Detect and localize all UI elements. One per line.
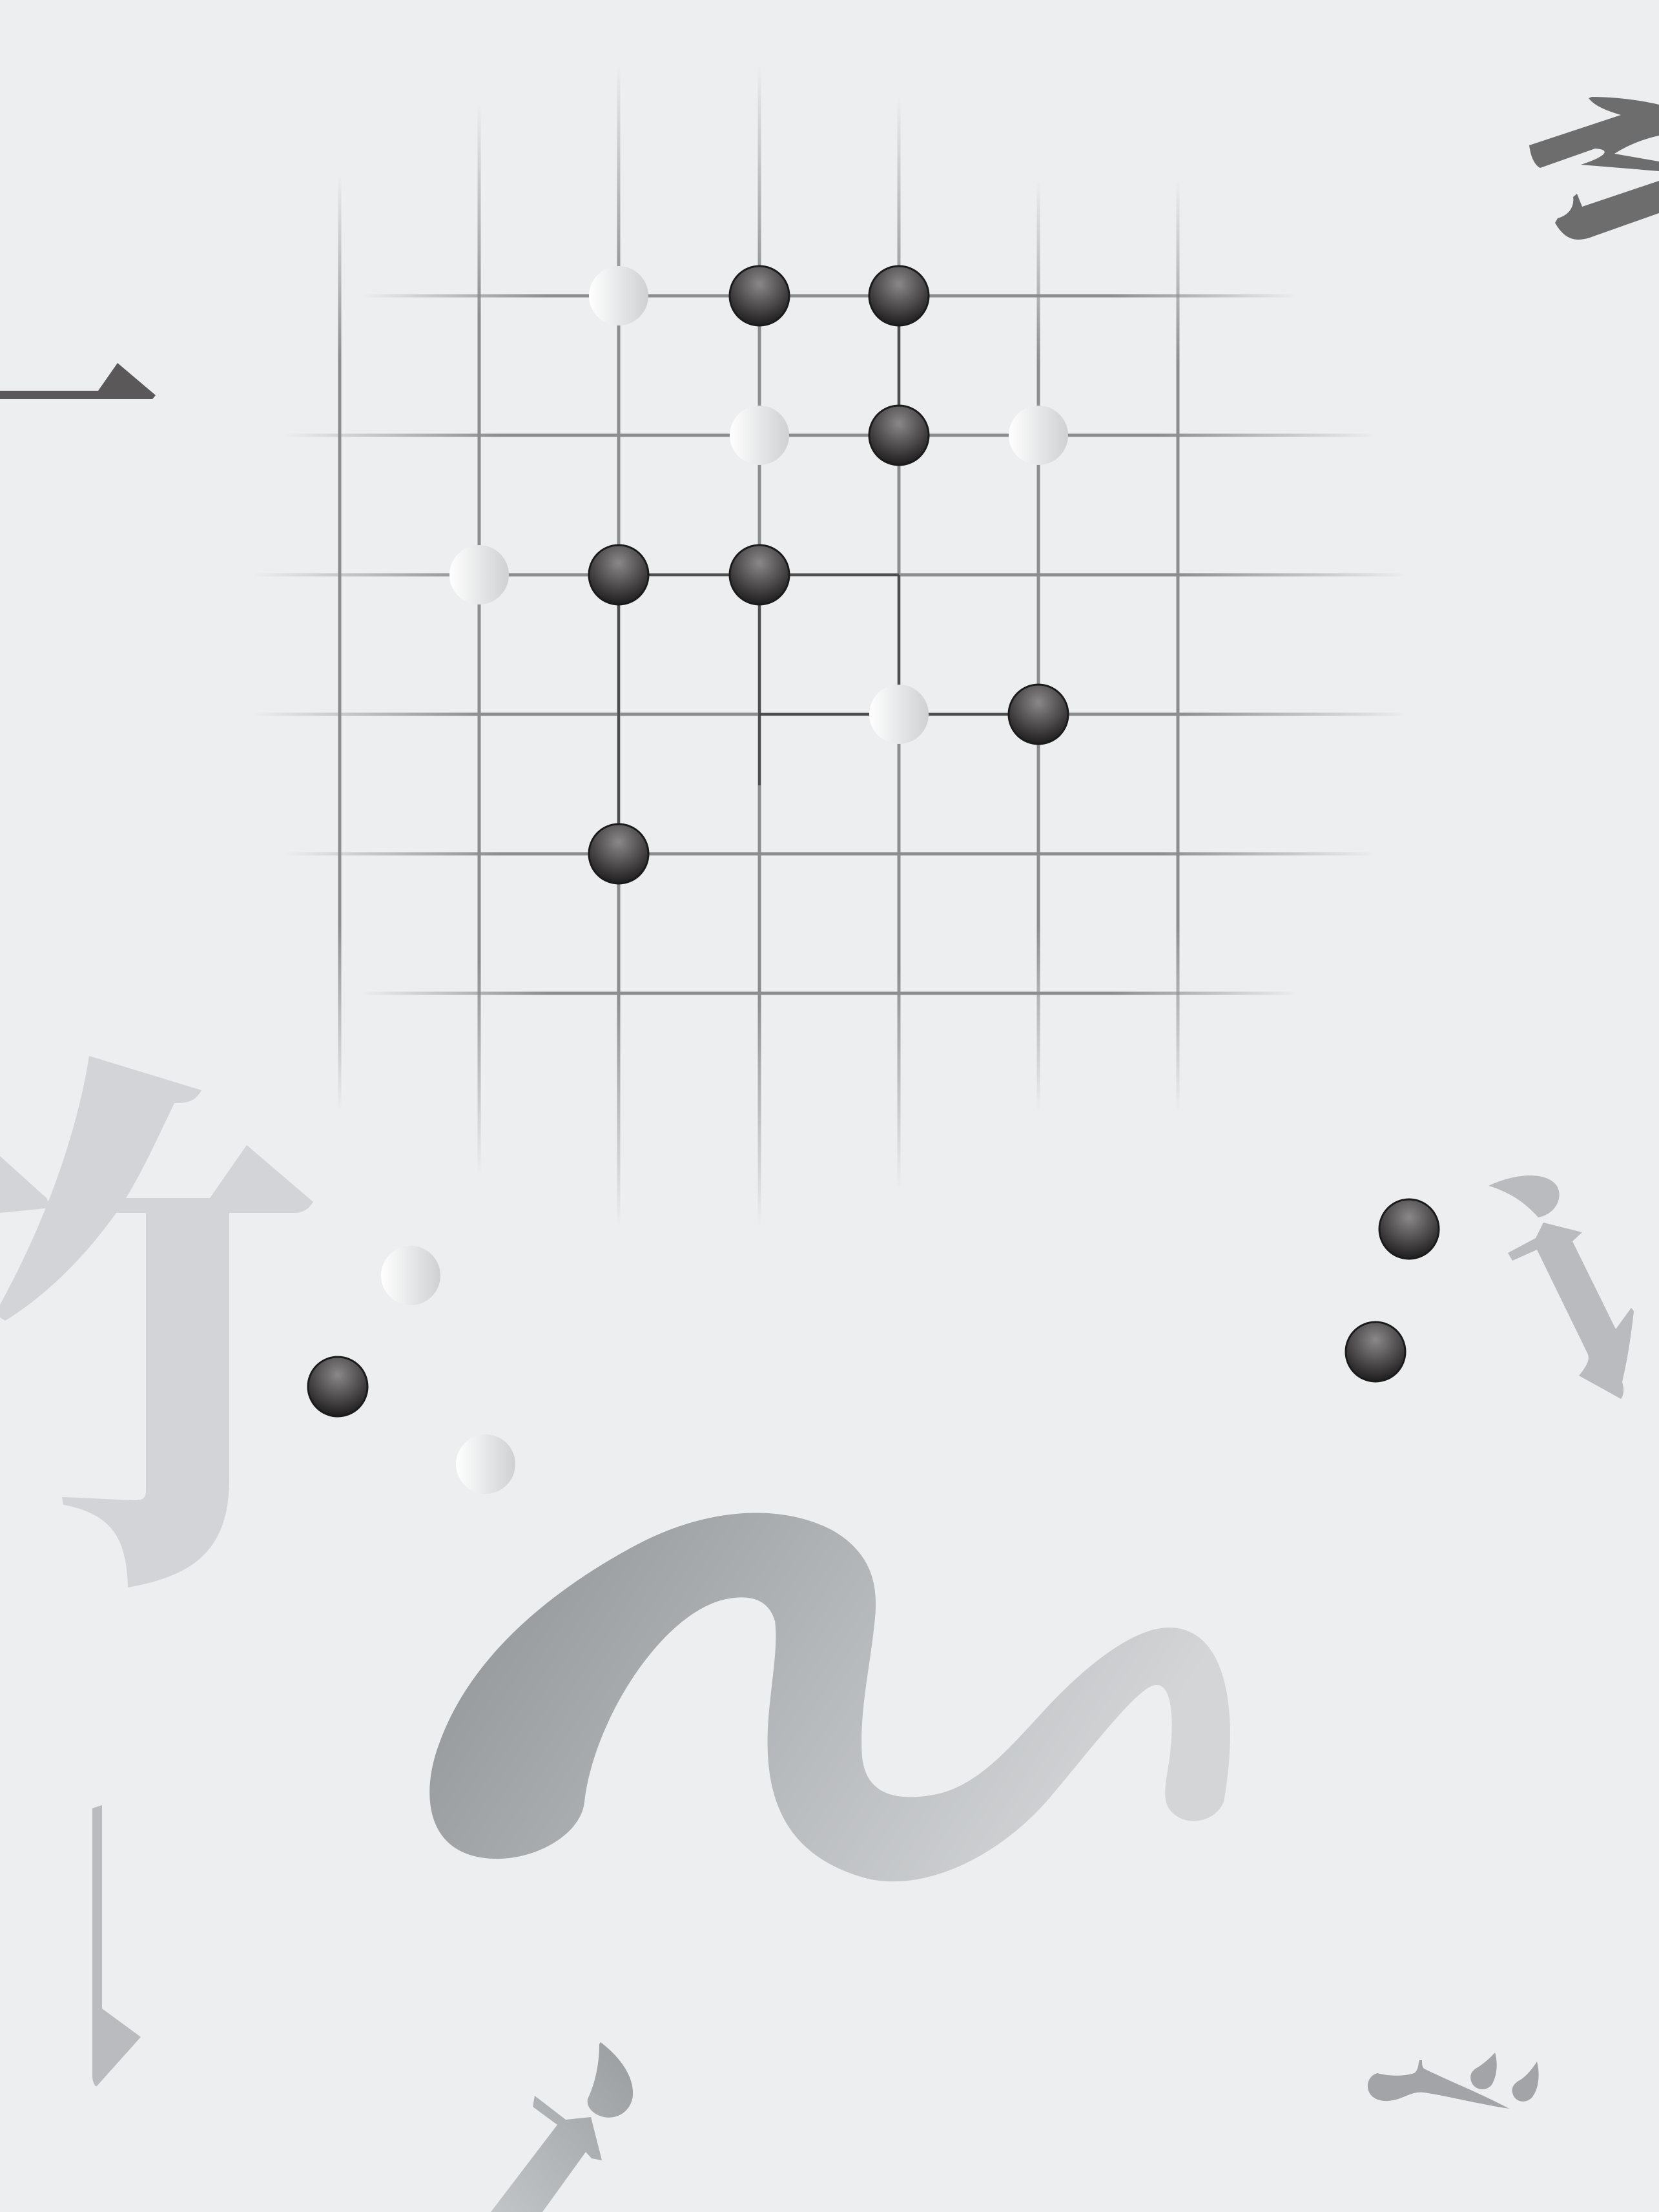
bottom-stroke bbox=[491, 2042, 634, 2212]
board-line-horizontal bbox=[362, 294, 1298, 298]
loose-white-stone bbox=[381, 1246, 440, 1305]
board-line-vertical bbox=[477, 103, 481, 1175]
vertical-stroke bbox=[92, 1805, 141, 2087]
white-stone bbox=[449, 545, 509, 605]
white-stone bbox=[1009, 406, 1068, 465]
go-board bbox=[252, 65, 1408, 1227]
loose-white-stone bbox=[456, 1434, 515, 1494]
white-stone bbox=[589, 266, 648, 326]
loose-black-stone bbox=[307, 1356, 369, 1418]
black-stone bbox=[588, 823, 650, 885]
board-line-vertical bbox=[338, 174, 342, 1111]
loose-black-stone bbox=[1345, 1321, 1407, 1383]
bamboo-radical bbox=[0, 1056, 313, 1587]
brush-stroke bbox=[429, 1513, 1230, 1882]
bottom-right-strokes bbox=[1367, 2052, 1539, 2109]
board-line-horizontal bbox=[284, 852, 1376, 856]
black-stone bbox=[588, 544, 650, 606]
board-line-vertical bbox=[1176, 181, 1180, 1111]
loose-black-stone bbox=[1378, 1198, 1440, 1260]
white-stone bbox=[730, 406, 789, 465]
white-stone bbox=[869, 685, 929, 744]
board-line-vertical bbox=[1036, 181, 1040, 1111]
corner-glyph bbox=[1529, 97, 1659, 240]
board-line-horizontal bbox=[362, 991, 1298, 995]
dot-stroke-right bbox=[1489, 1175, 1634, 1399]
board-line-horizontal bbox=[284, 433, 1376, 437]
black-stone bbox=[728, 544, 790, 606]
black-stone bbox=[1007, 683, 1069, 745]
loose-stones bbox=[307, 1198, 1440, 1494]
black-stone bbox=[868, 265, 930, 327]
hook-stroke bbox=[0, 363, 156, 399]
black-stone bbox=[868, 404, 930, 466]
black-stone bbox=[728, 265, 790, 327]
